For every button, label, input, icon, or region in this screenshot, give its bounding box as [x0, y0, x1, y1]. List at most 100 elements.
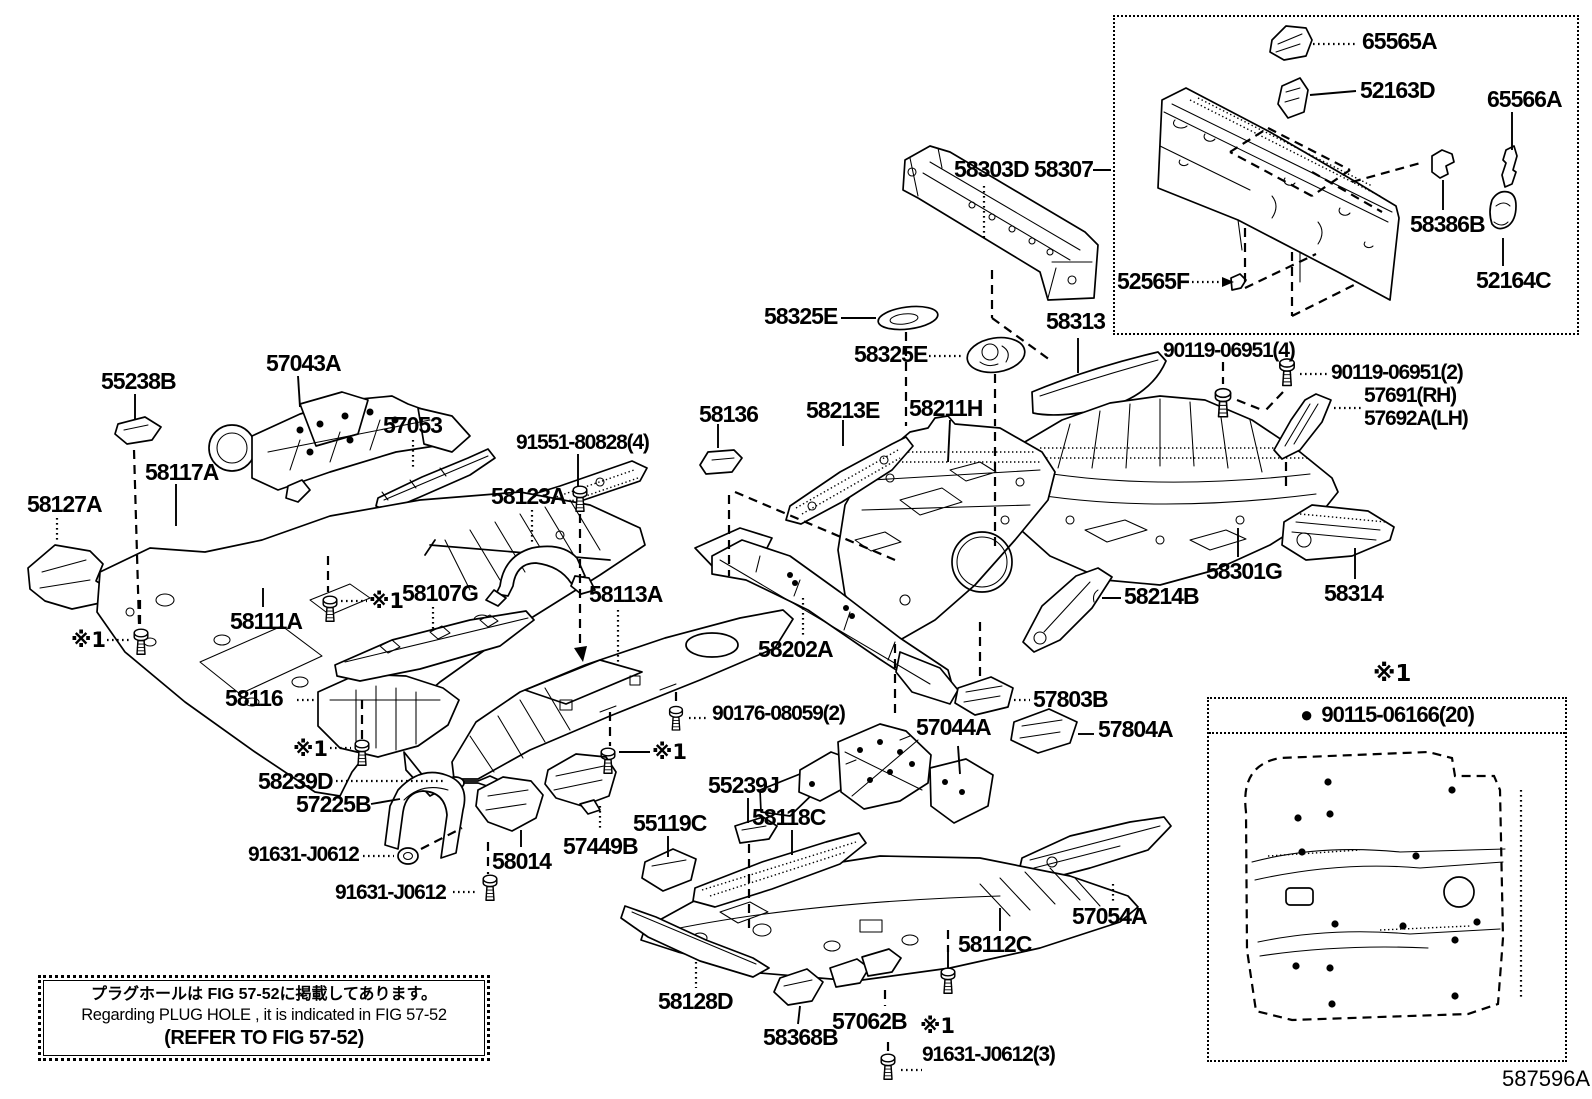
part-label-58111A: 58111A — [230, 608, 303, 634]
part-58128D — [620, 905, 770, 978]
part-label-58214B: 58214B — [1124, 583, 1200, 609]
part-58107G — [334, 610, 535, 682]
back-panel-detail-box — [1113, 15, 1579, 335]
part-label-58113A: 58113A — [589, 581, 663, 607]
part-58136-clip — [699, 449, 743, 475]
part-52565F-clip — [1230, 273, 1247, 291]
part-58307-back-panel-assy — [1157, 87, 1400, 301]
part-57691 — [1273, 393, 1332, 460]
leader-lines — [55, 42, 1513, 1072]
part-57449B — [544, 753, 617, 815]
part-label-57054A: 57054A — [1072, 903, 1148, 929]
part-label-65566A: 65566A — [1487, 86, 1563, 112]
part-58113A — [451, 609, 794, 780]
part-label-58313: 58313 — [1046, 308, 1106, 334]
part-label-55119C: 55119C — [633, 810, 707, 836]
part-label-57803B: 57803B — [1033, 686, 1109, 712]
part-58386B-clip — [1431, 149, 1455, 179]
part-label-57691-RH: 57691(RH) — [1364, 384, 1457, 407]
part-58325E-b — [966, 336, 1026, 374]
part-label-90119-06951-4: 90119-06951(4) — [1163, 339, 1296, 362]
part-label-58301G: 58301G — [1206, 558, 1283, 584]
part-label-52565F: 52565F — [1117, 268, 1190, 294]
note-line-japanese: プラグホールは FIG 57-52に掲載してあります。 — [91, 986, 437, 1004]
detail-box-marker: ※1 — [1373, 661, 1412, 687]
part-58123A — [485, 545, 596, 607]
part-label-58386B: 58386B — [1410, 211, 1486, 237]
asterisk-ref-5: ※1 — [920, 1014, 956, 1038]
part-label-52163D: 52163D — [1360, 77, 1436, 103]
part-label-91551-80828-4: 91551-80828(4) — [516, 431, 650, 454]
part-label-52164C: 52164C — [1476, 267, 1552, 293]
part-58303D — [902, 145, 1099, 301]
part-label-57062B: 57062B — [832, 1008, 908, 1034]
part-58325E-a — [877, 305, 939, 331]
note-line-english: Regarding PLUG HOLE , it is indicated in… — [81, 1006, 447, 1025]
detail-box-drawing — [1244, 750, 1523, 1022]
part-label-65565A: 65565A — [1362, 28, 1438, 54]
part-label-58307: 58307 — [1034, 156, 1094, 182]
part-label-58128D: 58128D — [658, 988, 734, 1014]
part-label-90119-06951-2: 90119-06951(2) — [1331, 361, 1464, 384]
part-label-91631-J0612-a: 91631-J0612 — [248, 843, 360, 866]
part-label-58107G: 58107G — [402, 580, 479, 606]
bullet-icon: ● — [1300, 702, 1313, 728]
part-label-58118C: 58118C — [752, 804, 826, 830]
part-label-58127A: 58127A — [27, 491, 103, 517]
part-55239J — [734, 816, 778, 844]
part-label-58303D: 58303D — [954, 156, 1030, 182]
part-label-57692A-LH: 57692A(LH) — [1364, 407, 1469, 430]
part-label-58112C: 58112C — [958, 931, 1032, 957]
part-label-57225B: 57225B — [296, 791, 372, 817]
part-label-58325E-a: 58325E — [764, 303, 838, 329]
part-58214B — [1022, 567, 1113, 653]
part-label-57804A: 57804A — [1098, 716, 1174, 742]
part-55238B-clip — [114, 416, 162, 445]
detail-box-header: ● 90115-06166(20) — [1209, 699, 1565, 734]
note-line-refer: (REFER TO FIG 57-52) — [164, 1026, 364, 1049]
part-label-58325E-b: 58325E — [854, 341, 928, 367]
part-label-58136: 58136 — [699, 401, 759, 427]
part-57804A — [1010, 708, 1078, 754]
part-label-90176-08059-2: 90176-08059(2) — [712, 702, 846, 725]
part-label-58314: 58314 — [1324, 580, 1384, 606]
part-58202A — [694, 527, 959, 705]
part-label-58213E: 58213E — [806, 397, 880, 423]
part-58314 — [1281, 504, 1395, 561]
part-label-91631-J0612-3: 91631-J0612(3) — [922, 1043, 1056, 1066]
part-58368B — [773, 968, 824, 1006]
bolt-location-detail-box: ● 90115-06166(20) — [1207, 697, 1567, 1062]
part-label-55239J: 55239J — [708, 772, 780, 798]
part-label-55238B: 55238B — [101, 368, 177, 394]
part-57044A — [759, 723, 994, 824]
part-58014 — [475, 776, 544, 832]
part-57062B — [829, 948, 902, 988]
part-65566A — [1501, 145, 1518, 188]
asterisk-ref-4: ※1 — [652, 740, 688, 764]
part-58118C — [692, 832, 867, 908]
part-label-58368B: 58368B — [763, 1024, 839, 1050]
part-57803B — [954, 676, 1014, 716]
part-55119C — [641, 848, 697, 892]
asterisk-ref-2: ※1 — [71, 628, 107, 652]
construction-lines — [1229, 127, 1425, 317]
part-label-58116: 58116 — [225, 685, 284, 711]
part-57043A — [208, 391, 471, 503]
part-57225B — [384, 771, 466, 859]
part-label-58123A: 58123A — [491, 483, 567, 509]
part-label-57043A: 57043A — [266, 350, 342, 376]
figure-code: 587596A — [1502, 1066, 1591, 1091]
part-label-57053: 57053 — [383, 412, 443, 438]
asterisk-ref-3: ※1 — [293, 737, 329, 761]
part-label-91631-J0612-b: 91631-J0612 — [335, 881, 447, 904]
part-label-58202A: 58202A — [758, 636, 834, 662]
part-label-58211H: 58211H — [909, 395, 983, 421]
plug-hole-note-box: プラグホールは FIG 57-52に掲載してあります。 Regarding PL… — [38, 975, 490, 1061]
part-label-58014: 58014 — [492, 848, 552, 874]
part-58211H — [837, 415, 1056, 641]
grommet-91631 — [397, 847, 419, 865]
detail-part-number: 90115-06166(20) — [1321, 702, 1475, 728]
part-52163D — [1277, 77, 1309, 119]
